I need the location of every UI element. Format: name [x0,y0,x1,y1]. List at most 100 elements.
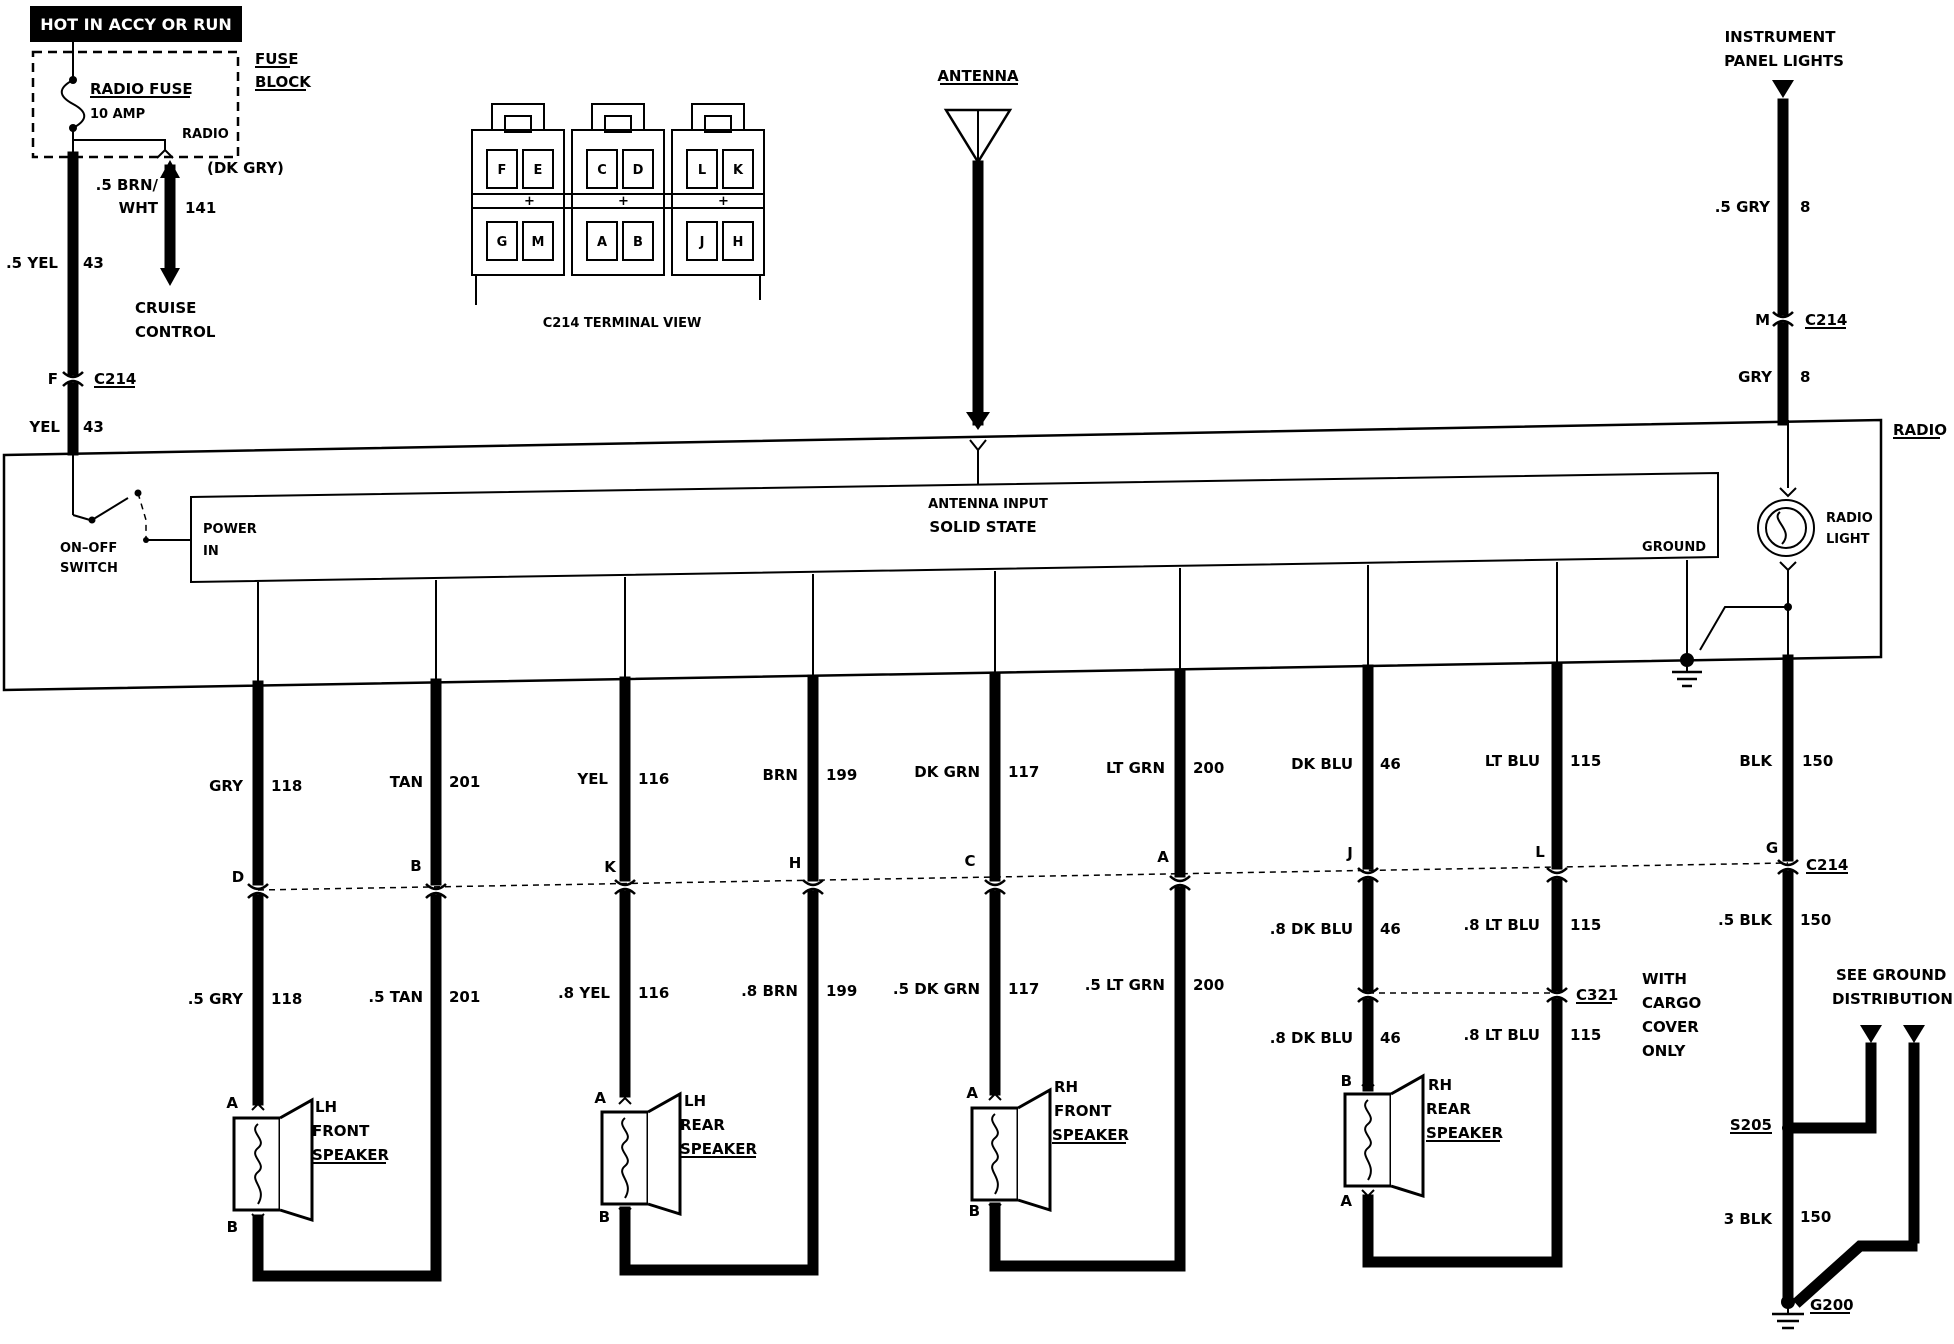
wire-upper-color-9: BLK [1739,752,1773,770]
wire-upper-circuit-7: 46 [1380,755,1401,773]
antenna-label: ANTENNA [937,67,1019,85]
c214-pin-labels: D B K H C A J L G C214 [232,839,1849,886]
ground-label: GROUND [1642,540,1706,555]
cruise-control-wire: .5 BRN/ WHT 141 CRUISE CONTROL [96,160,216,341]
c214-pin-4: H [789,854,802,872]
c321-section: C321 .8 DK BLU 46 .8 LT BLU 115 WITH CAR… [1270,970,1702,1060]
speaker-3-line1: RH [1054,1078,1078,1096]
ground-circuit: 150 [1800,1208,1831,1226]
wire-lower-color-1: .5 GRY [188,990,244,1008]
wire-upper-color-7: DK BLU [1291,755,1353,773]
speaker-4-top-pin: B [1341,1072,1352,1090]
wire-upper-circuit-3: 116 [638,770,669,788]
wire-lower-circuit-2: 201 [449,988,480,1006]
wire-lower-circuit-8: 115 [1570,916,1601,934]
c321-lt-blu-circuit: 115 [1570,1026,1601,1044]
c214-pin-2: B [410,857,421,875]
speaker-3-line2: FRONT [1054,1102,1112,1120]
speaker-4-line1: RH [1428,1076,1452,1094]
terminal-g: G [497,235,508,250]
see-ground-2: DISTRIBUTION [1832,990,1953,1008]
c321-note-2: CARGO [1642,994,1701,1012]
wire-upper-color-5: DK GRN [914,763,980,781]
fuse-rating: 10 AMP [90,107,145,122]
fuse-block: FUSE BLOCK RADIO FUSE 10 AMP RADIO (DK G… [31,42,312,177]
panel-color2: GRY [1738,368,1773,386]
wire-lower-color-4: .8 BRN [741,982,798,1000]
terminal-k: K [733,163,744,178]
speaker-3-bottom-pin: B [969,1202,980,1220]
brn-gauge-2: WHT [119,199,159,217]
speaker-2-bottom-pin: B [599,1208,610,1226]
c214-pin-9: G [1766,839,1778,857]
svg-text:+: + [718,194,729,209]
speaker-1-bottom-pin: B [227,1218,238,1236]
power-feed-wire: .5 YEL 43 F C214 YEL 43 [6,151,136,456]
wire-lower-circuit-5: 117 [1008,980,1039,998]
c214-pin-8: L [1535,843,1545,861]
speaker-4-bottom-pin: A [1340,1192,1352,1210]
speaker-coil-icon [254,1123,262,1205]
wire-lower-circuit-6: 200 [1193,976,1224,994]
wire-upper-circuit-5: 117 [1008,763,1039,781]
wire-upper-circuit-6: 200 [1193,759,1224,777]
terminal-f: F [498,163,507,178]
panel-lights-label-1: INSTRUMENT [1725,28,1837,46]
radio-light-bulb-icon [1757,499,1815,557]
c321-note-1: WITH [1642,970,1687,988]
speaker-lh-rear: A B LH REAR SPEAKER [594,1089,757,1226]
switch-label-2: SWITCH [60,561,118,576]
speaker-rh-front: A B RH FRONT SPEAKER [966,1078,1129,1220]
speaker-3-line3: SPEAKER [1052,1126,1130,1144]
c214-pin-7: J [1346,844,1353,862]
wire-upper-circuit-9: 150 [1802,752,1833,770]
see-ground-1: SEE GROUND [1836,966,1946,984]
speaker-1-line1: LH [315,1098,337,1116]
yel2-color: YEL [28,418,60,436]
speaker-2-line1: LH [684,1092,706,1110]
speaker-3-top-pin: A [966,1084,978,1102]
ground-gauge: 3 BLK [1724,1210,1774,1228]
hot-in-accy-banner: HOT IN ACCY OR RUN [30,6,242,42]
speaker-1-top-pin: A [226,1094,238,1112]
speaker-4-line2: REAR [1426,1100,1471,1118]
c214-pin-6: A [1157,848,1169,866]
speaker-1-line2: FRONT [312,1122,370,1140]
panel-circuit2: 8 [1800,368,1810,386]
c214-pin-3: K [604,858,617,876]
c321-note-3: COVER [1642,1018,1699,1036]
speaker-coil-icon [621,1117,629,1199]
c321-lt-blu: .8 LT BLU [1463,1026,1540,1044]
wire-upper-color-3: YEL [576,770,608,788]
radio-housing: RADIO POWER IN ANTENNA INPUT SOLID STATE… [2,418,1947,692]
speaker-1-line3: SPEAKER [312,1146,390,1164]
panel-lights-label-2: PANEL LIGHTS [1724,52,1844,70]
speaker-2-line3: SPEAKER [680,1140,758,1158]
terminal-l: L [698,163,706,178]
power-in-2: IN [203,544,219,559]
brn-circuit: 141 [185,199,216,217]
switch-label-1: ON–OFF [60,541,117,556]
wire-upper-circuit-1: 118 [271,777,302,795]
terminal-view-caption: C214 TERMINAL VIEW [543,316,702,331]
fuse-name: RADIO FUSE [90,80,193,98]
c214-left-name: C214 [94,370,136,388]
wire-lower-circuit-1: 118 [271,990,302,1008]
wire-lower-color-8: .8 LT BLU [1463,916,1540,934]
yel2-circuit: 43 [83,418,104,436]
wire-lower-circuit-4: 199 [826,982,857,1000]
brn-gauge-1: .5 BRN/ [96,176,159,194]
radio-tap-label: RADIO [182,127,229,142]
arrow-down-icon [1903,1025,1925,1043]
wire-lower-color-5: .5 DK GRN [893,980,980,998]
panel-circuit: 8 [1800,198,1810,216]
antenna-input: ANTENNA INPUT [928,497,1048,512]
speaker-rh-rear: B A RH REAR SPEAKER [1340,1072,1503,1210]
terminal-a: A [597,235,607,250]
wire-lower-color-2: .5 TAN [368,988,423,1006]
speaker-2-top-pin: A [594,1089,606,1107]
output-wires [246,562,1800,1306]
wire-upper-color-4: BRN [762,766,798,784]
wire-upper-color-8: LT BLU [1485,752,1540,770]
dk-gry-label: (DK GRY) [207,159,284,177]
